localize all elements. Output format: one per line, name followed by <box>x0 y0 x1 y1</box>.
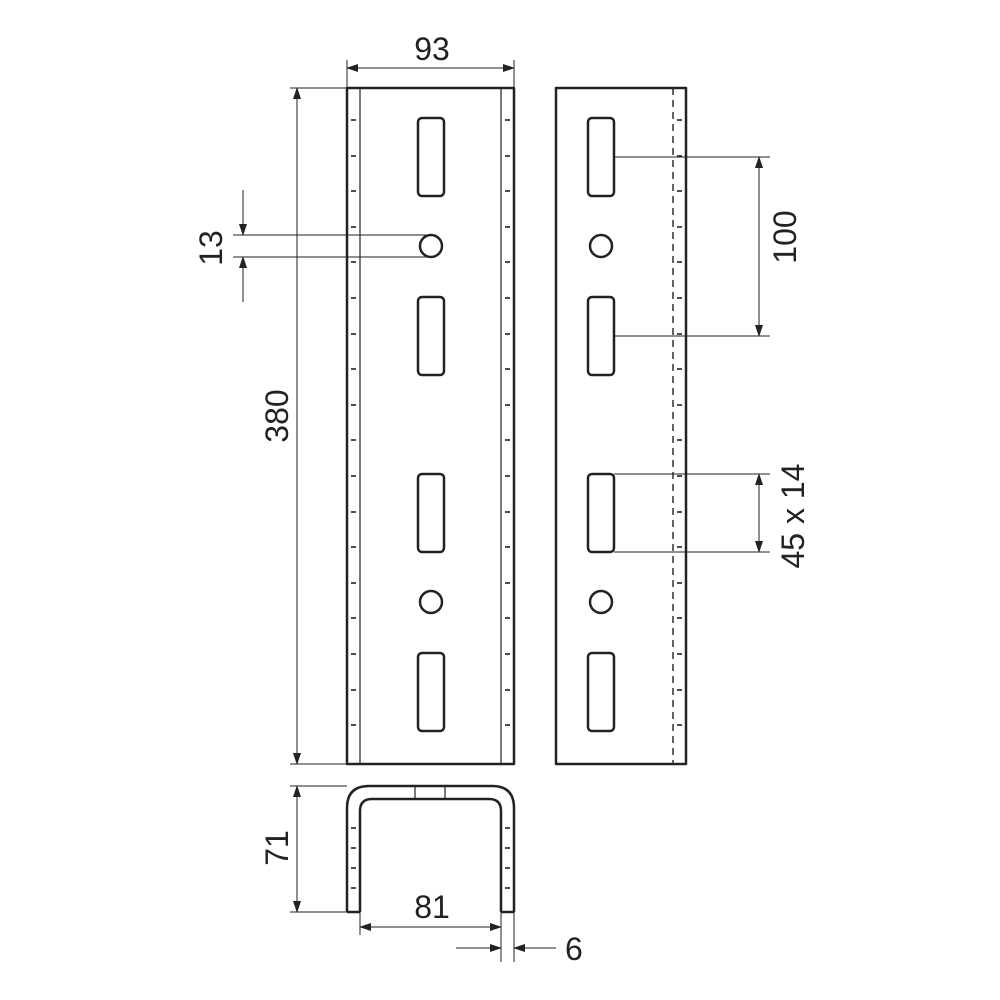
section-outer-profile <box>345 784 516 912</box>
cross-section-view <box>345 784 516 914</box>
side-slot-4 <box>586 651 616 733</box>
dim-6-label: 6 <box>565 931 583 967</box>
front-hole-2 <box>418 589 444 615</box>
side-view-outline <box>554 86 688 766</box>
side-slot-1 <box>586 116 616 198</box>
side-view <box>554 86 688 766</box>
dim-71-label: 71 <box>259 830 295 866</box>
front-slot-2 <box>416 295 446 377</box>
front-slot-3 <box>416 472 446 554</box>
dimension-100: 100 <box>614 156 803 337</box>
dimension-81: 81 <box>359 889 502 935</box>
front-view <box>345 86 516 766</box>
side-hole-1 <box>588 233 614 259</box>
side-view-edge-notches <box>677 119 682 726</box>
side-slot-3 <box>586 472 616 554</box>
dim-93-label: 93 <box>414 31 450 67</box>
dimension-slot-size: 45 x 14 <box>614 464 811 569</box>
dimension-380: 380 <box>259 87 347 765</box>
dim-13-label: 13 <box>193 230 229 266</box>
front-view-edge-notches <box>351 119 510 726</box>
side-hole-2 <box>588 589 614 615</box>
dimension-6: 6 <box>456 912 583 967</box>
dim-380-label: 380 <box>259 389 295 442</box>
front-slot-1 <box>416 116 446 198</box>
dimension-71: 71 <box>259 785 347 913</box>
section-inner-profile <box>358 797 503 912</box>
section-wall-notches <box>351 827 510 889</box>
front-slot-4 <box>416 651 446 733</box>
side-slot-2 <box>586 295 616 377</box>
dim-slot-label: 45 x 14 <box>775 464 811 569</box>
dim-81-label: 81 <box>414 889 450 925</box>
dim-100-label: 100 <box>767 210 803 263</box>
dimension-13: 13 <box>193 190 431 302</box>
front-hole-1 <box>418 233 444 259</box>
front-view-outline <box>345 86 516 766</box>
dimension-93: 93 <box>346 31 515 88</box>
